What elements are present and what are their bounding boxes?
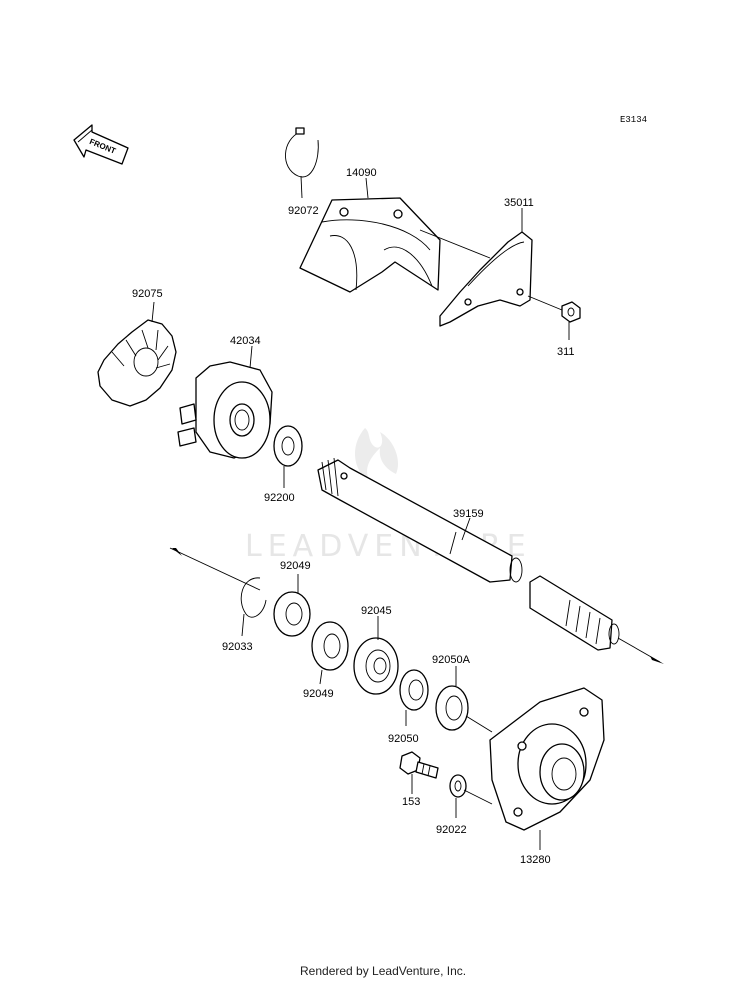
part-42034-coupling [177, 345, 273, 459]
callout-153: 153 [402, 796, 420, 808]
callouts: 92072 14090 35011 311 92075 42034 92200 … [132, 167, 575, 866]
footer-credit: Rendered by LeadVenture, Inc. [300, 964, 466, 978]
callout-35011: 35011 [504, 197, 534, 209]
callout-92049-upper: 92049 [280, 560, 311, 572]
callout-13280: 13280 [520, 854, 551, 866]
callout-92022: 92022 [436, 824, 467, 836]
callout-92050a: 92050A [432, 654, 471, 666]
callout-92049-lower: 92049 [303, 688, 334, 700]
callout-42034: 42034 [230, 335, 261, 347]
part-92050a-seal [435, 666, 493, 733]
part-92072-clamp [285, 127, 319, 199]
callout-92050: 92050 [388, 733, 419, 745]
part-92045-bearing [353, 616, 399, 695]
part-92049-seal-lower [311, 621, 349, 685]
callout-14090: 14090 [346, 167, 377, 179]
part-14090-cover [299, 177, 491, 293]
part-311-nut [561, 301, 581, 340]
part-92033-circlip [240, 577, 267, 637]
part-92075-damper [97, 301, 177, 407]
diagram-code: E3134 [620, 115, 647, 125]
front-arrow-icon: FRONT [73, 124, 129, 165]
part-92200-washer [273, 425, 303, 488]
part-39159-shaft [169, 457, 664, 664]
callout-92033: 92033 [222, 641, 253, 653]
callout-311: 311 [557, 346, 575, 358]
callout-92045: 92045 [361, 605, 392, 617]
callout-39159: 39159 [453, 508, 484, 520]
part-153-bolt [399, 751, 439, 794]
callout-92075: 92075 [132, 288, 163, 300]
part-13280-housing [489, 687, 605, 850]
part-92022-washer [449, 774, 493, 818]
part-92050-bearing [399, 669, 429, 726]
callout-92072: 92072 [288, 205, 319, 217]
part-92049-seal-upper [273, 574, 311, 637]
callout-92200: 92200 [264, 492, 295, 504]
part-35011-bracket [439, 208, 563, 327]
